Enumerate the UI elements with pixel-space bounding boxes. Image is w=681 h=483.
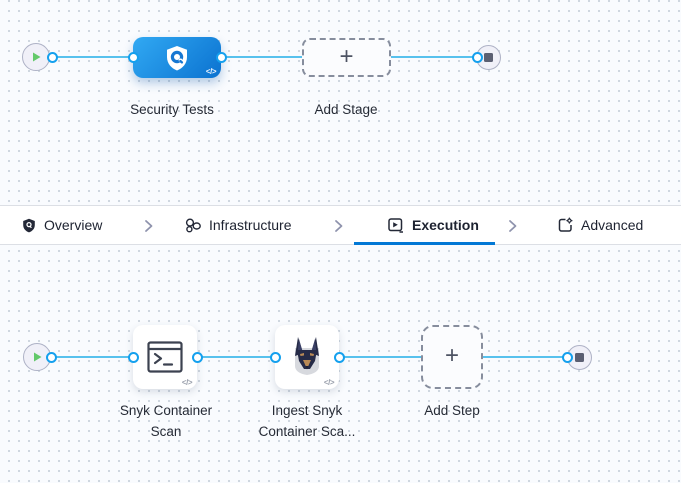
step-node-snyk-container-scan[interactable]: </> (133, 325, 197, 389)
shield-scan-icon (167, 45, 187, 70)
snyk-doberman-icon (295, 337, 319, 375)
tab-execution[interactable]: Execution (388, 206, 479, 244)
connector-ring (192, 352, 203, 363)
tab-label: Execution (412, 217, 479, 233)
tab-advanced[interactable]: Advanced (557, 206, 643, 244)
stage-node-security-tests[interactable]: </> (133, 37, 221, 78)
connector-ring (128, 352, 139, 363)
play-icon (33, 52, 41, 62)
stage-start-node (22, 43, 50, 71)
chevron-right-icon (145, 220, 153, 232)
connector-ring (334, 352, 345, 363)
hexagons-cluster-icon (185, 217, 201, 232)
terminal-icon (147, 341, 183, 373)
code-icon: </> (323, 378, 335, 387)
plus-icon: + (444, 342, 459, 369)
tab-overview[interactable]: Overview (22, 206, 102, 244)
stage-connector-line (36, 56, 489, 58)
add-stage-button[interactable]: + (302, 38, 391, 77)
plus-icon: + (339, 42, 354, 70)
tab-label: Advanced (581, 217, 644, 233)
add-step-label: Add Step (424, 403, 480, 418)
tab-label: Overview (44, 217, 103, 233)
stop-icon (484, 53, 493, 62)
connector-ring (128, 52, 139, 63)
step-label: Ingest Snyk Container Sca... (258, 403, 356, 439)
tab-label: Infrastructure (209, 217, 292, 233)
connector-ring (216, 52, 227, 63)
connector-ring (46, 352, 57, 363)
step-node-ingest-snyk[interactable]: </> (275, 325, 339, 389)
connector-ring (47, 52, 58, 63)
shield-icon (23, 218, 35, 232)
stage-config-tabs: Overview Infrastructure Execution (0, 205, 681, 245)
play-box-icon (388, 217, 403, 233)
step-label: Snyk Container Scan (119, 403, 213, 439)
play-icon (34, 352, 42, 362)
box-gear-icon (558, 217, 573, 232)
connector-ring (270, 352, 281, 363)
chevron-right-icon (335, 220, 343, 232)
add-step-button[interactable]: + (421, 325, 483, 389)
add-stage-label: Add Stage (314, 102, 378, 117)
tab-active-underline (354, 242, 495, 245)
stage-label: Security Tests (130, 102, 214, 117)
code-icon: </> (205, 67, 217, 76)
connector-ring (562, 352, 573, 363)
code-icon: </> (181, 378, 193, 387)
stop-icon (575, 353, 584, 362)
chevron-right-icon (509, 220, 517, 232)
connector-ring (472, 52, 483, 63)
tab-infrastructure[interactable]: Infrastructure (185, 206, 291, 244)
